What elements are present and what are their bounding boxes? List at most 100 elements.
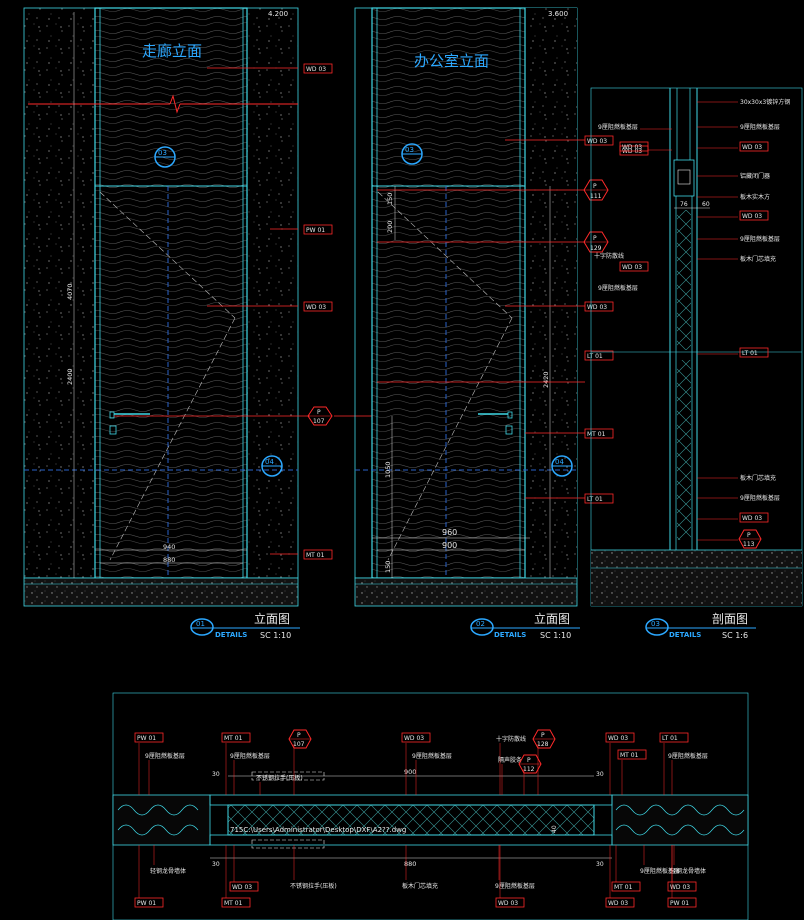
svg-text:9厘阻燃板基层: 9厘阻燃板基层 xyxy=(740,494,780,502)
svg-text:WD 03: WD 03 xyxy=(622,264,642,271)
plan-callout-top: PW 01 xyxy=(134,732,164,743)
tag-pw01-elev1: PW 01 xyxy=(303,224,333,235)
plan-callout-bottom: MT 01 xyxy=(221,897,251,908)
level-mark: 4.200 xyxy=(268,10,288,18)
svg-text:LT 01: LT 01 xyxy=(742,350,758,357)
plan-callout-bottom: WD 03 xyxy=(495,897,525,908)
dim-height-door: 2400 xyxy=(66,368,74,385)
svg-text:LT 01: LT 01 xyxy=(662,735,678,742)
plan-callout-top: 9厘阻燃板基层 xyxy=(412,752,452,760)
room-title-corridor: 走廊立面 xyxy=(142,42,202,60)
svg-text:P: P xyxy=(527,757,531,764)
svg-text:03: 03 xyxy=(158,149,167,157)
plan-callout-top: 9厘阻燃板基层 xyxy=(145,752,185,760)
svg-text:111: 111 xyxy=(590,193,602,200)
plan-callout-top: P 107 xyxy=(288,729,312,749)
svg-text:剖面图: 剖面图 xyxy=(712,612,748,626)
svg-text:DETAILS: DETAILS xyxy=(494,631,526,639)
svg-text:立面图: 立面图 xyxy=(254,611,290,626)
section-callout: 9厘阻燃板基层 xyxy=(697,123,780,131)
section-marker-03: 03 xyxy=(154,146,176,168)
dim-900: 900 xyxy=(442,541,457,550)
svg-text:03: 03 xyxy=(405,146,414,154)
section-callout: 板木门芯填充 xyxy=(697,474,776,482)
dim-plan-30b: 30 xyxy=(596,771,604,778)
dim-width-940: 940 xyxy=(163,543,175,551)
handle-icon xyxy=(109,411,150,435)
svg-text:轻钢龙骨墙体: 轻钢龙骨墙体 xyxy=(150,867,186,875)
svg-text:P: P xyxy=(297,732,301,739)
svg-text:P: P xyxy=(317,409,321,416)
svg-text:WD 03: WD 03 xyxy=(306,304,326,311)
title-block-03: 03 DETAILS 剖面图 SC 1:6 xyxy=(645,612,756,640)
svg-text:隔声胶条: 隔声胶条 xyxy=(498,756,522,764)
svg-text:WD 03: WD 03 xyxy=(670,884,690,891)
section-callout: 板木门芯填充 xyxy=(697,255,776,263)
svg-text:9厘阻燃板基层: 9厘阻燃板基层 xyxy=(230,752,270,760)
svg-text:DETAILS: DETAILS xyxy=(669,631,701,639)
svg-text:WD 03: WD 03 xyxy=(232,884,252,891)
handle-icon-office xyxy=(478,411,513,435)
plan-callout-bottom: 轻钢龙骨墙体 xyxy=(670,867,706,875)
plan-section: 900 880 40 30 30 30 30 715C:\Users\Admin… xyxy=(112,692,749,920)
svg-text:128: 128 xyxy=(537,741,549,748)
svg-text:9厘阻燃板基层: 9厘阻燃板基层 xyxy=(598,284,638,292)
plan-callout-bottom: MT 01 xyxy=(611,881,641,892)
svg-text:PW 01: PW 01 xyxy=(306,227,325,234)
plan-callout-top: WD 03 xyxy=(605,732,635,743)
dim-plan-30a: 30 xyxy=(212,771,220,778)
file-path-text: 715C:\Users\Administrator\Desktop\DXF\A2… xyxy=(230,826,406,834)
svg-text:WD 03: WD 03 xyxy=(404,735,424,742)
svg-text:WD 03: WD 03 xyxy=(622,144,642,151)
plan-callout-top: 隔声胶条 xyxy=(498,756,522,764)
tag-mt01-office: MT 01 xyxy=(584,428,614,439)
title-block-02: 02 DETAILS 立面图 SC 1:10 xyxy=(470,611,580,640)
svg-text:PW 01: PW 01 xyxy=(670,900,689,907)
svg-text:MT 01: MT 01 xyxy=(306,552,325,559)
plan-callout-bottom: 9厘阻燃板基层 xyxy=(495,882,535,890)
dim-2420: 2420 xyxy=(542,371,550,388)
svg-text:不锈钢拉手(压板): 不锈钢拉手(压板) xyxy=(256,774,303,782)
svg-text:P: P xyxy=(541,732,545,739)
svg-text:WD 03: WD 03 xyxy=(742,144,762,151)
svg-text:立面图: 立面图 xyxy=(534,611,570,626)
section-callout: WD 03 xyxy=(619,261,649,272)
svg-text:9厘阻燃板基层: 9厘阻燃板基层 xyxy=(495,882,535,890)
svg-text:WD 03: WD 03 xyxy=(498,900,518,907)
svg-text:107: 107 xyxy=(293,741,305,748)
section-marker-04: 04 xyxy=(261,455,283,477)
svg-text:04: 04 xyxy=(265,458,274,466)
svg-text:WD 03: WD 03 xyxy=(608,735,628,742)
plan-callout-top: 9厘阻燃板基层 xyxy=(230,752,270,760)
svg-text:WD 03: WD 03 xyxy=(742,213,762,220)
plan-callout-top: 不锈钢拉手(压板) xyxy=(256,774,303,782)
svg-text:MT 01: MT 01 xyxy=(614,884,633,891)
svg-text:板木门芯填充: 板木门芯填充 xyxy=(740,255,776,263)
svg-text:9厘阻燃板基层: 9厘阻燃板基层 xyxy=(145,752,185,760)
svg-text:WD 03: WD 03 xyxy=(587,304,607,311)
plan-callout-top: P 128 xyxy=(532,729,556,749)
section-callout: 9厘阻燃板基层 xyxy=(598,284,638,292)
section-marker-04-office: 04 xyxy=(551,455,573,477)
label-board-left: 9厘阻燃板基层 xyxy=(598,123,638,131)
section-callout: 9厘阻燃板基层 xyxy=(697,494,780,502)
tag-wd03-office-b: WD 03 xyxy=(584,301,614,312)
svg-text:107: 107 xyxy=(313,418,325,425)
plan-callout-top: WD 03 xyxy=(401,732,431,743)
dim-plan-30d: 30 xyxy=(596,861,604,868)
plan-callout-bottom: WD 03 xyxy=(667,881,697,892)
dim-960: 960 xyxy=(442,528,457,537)
dim-plan-880: 880 xyxy=(404,860,416,868)
svg-text:不锈钢拉手(压板): 不锈钢拉手(压板) xyxy=(290,882,337,890)
svg-text:30x30x3镀锌方钢: 30x30x3镀锌方钢 xyxy=(740,98,790,106)
svg-text:112: 112 xyxy=(523,766,535,773)
svg-text:01: 01 xyxy=(196,620,205,628)
dim-76: 76 xyxy=(680,201,688,208)
svg-text:129: 129 xyxy=(590,245,602,252)
door-panel-office xyxy=(371,7,526,579)
svg-text:板木门芯填充: 板木门芯填充 xyxy=(740,474,776,482)
svg-text:DETAILS: DETAILS xyxy=(215,631,247,639)
tag-mt01-elev1: MT 01 xyxy=(303,549,333,560)
